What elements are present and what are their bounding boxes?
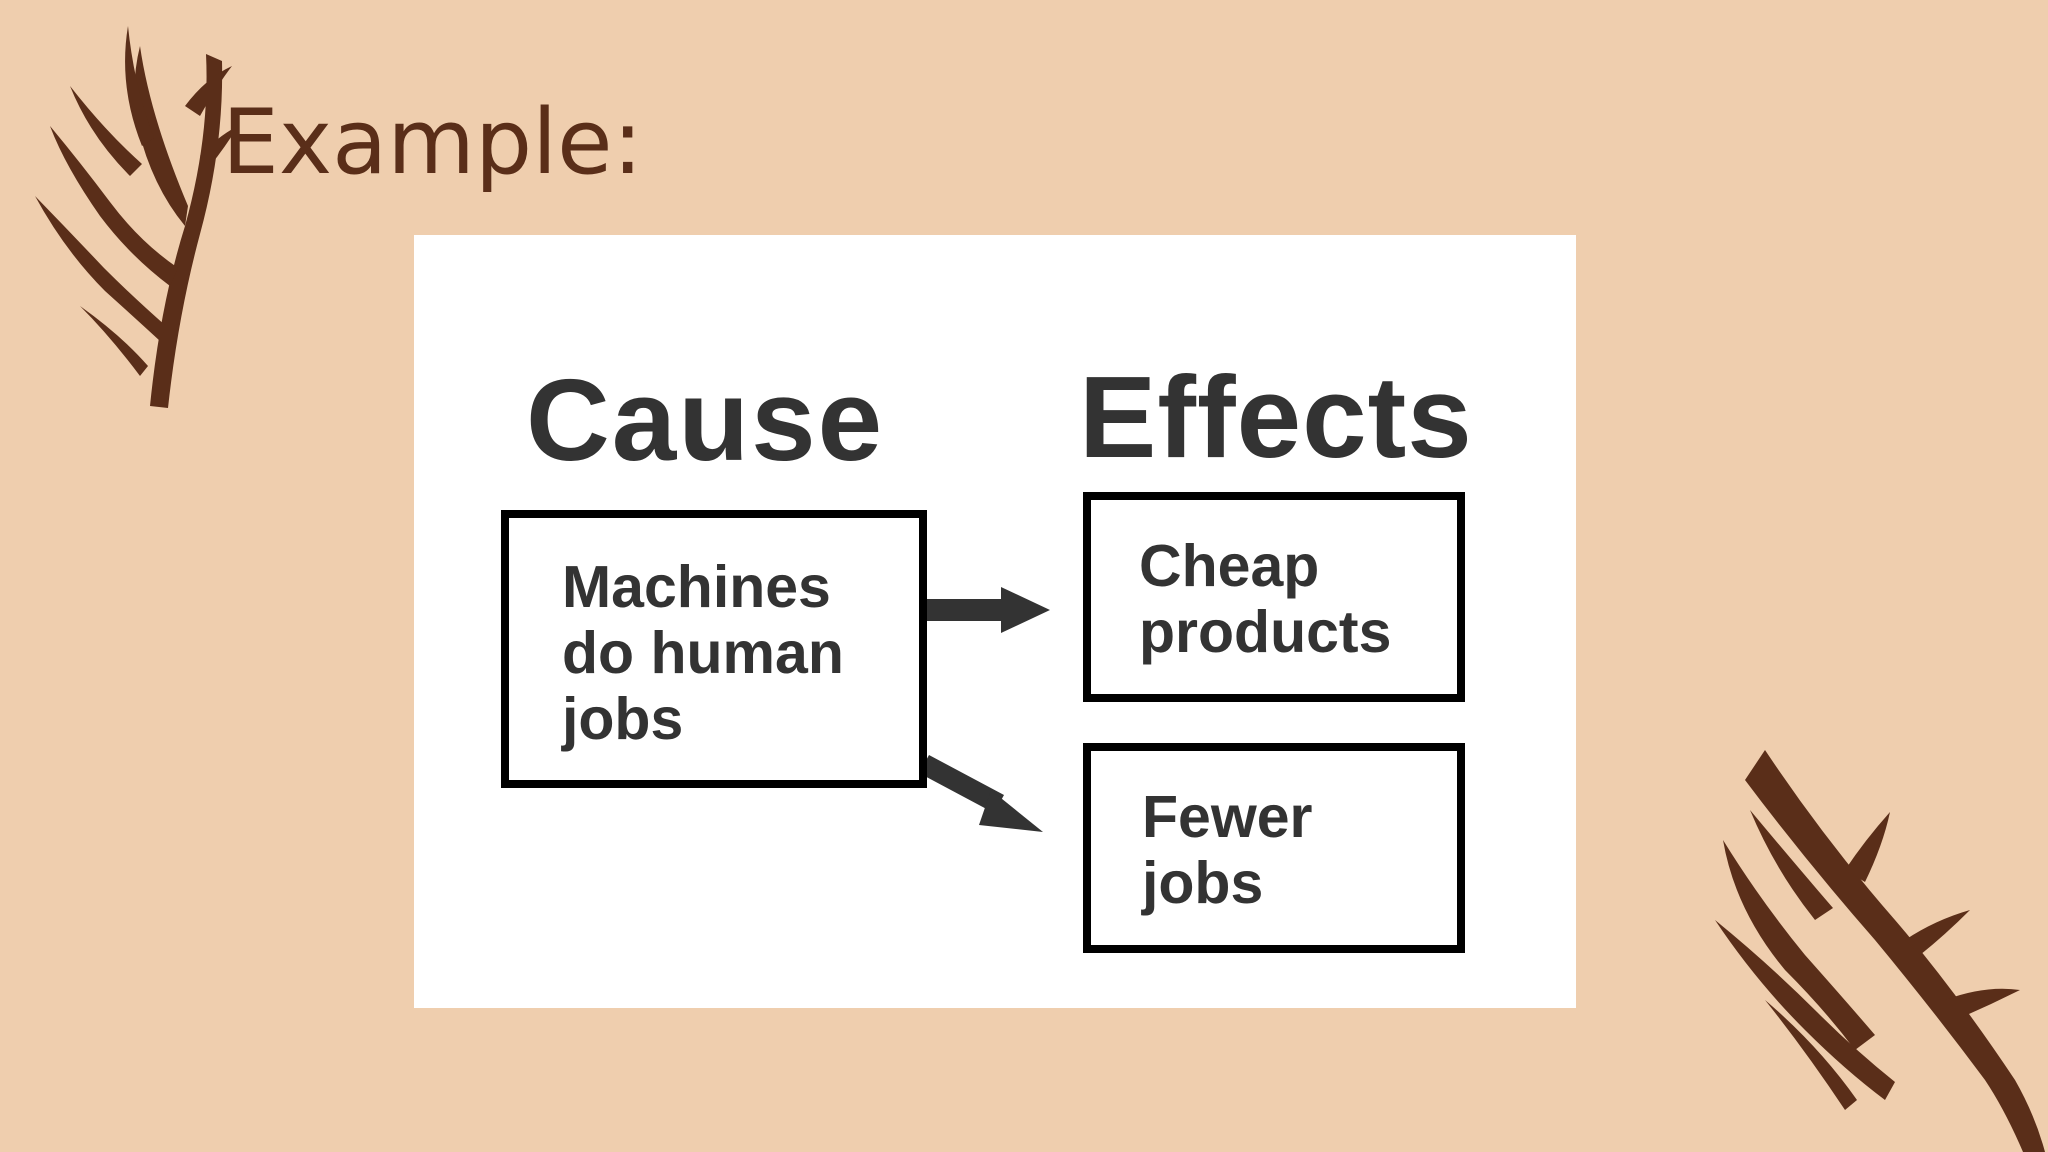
cause-effect-diagram: Cause Effects Machines do human jobs Che… [414,235,1576,1008]
arrow-to-cheap-products [919,587,1050,633]
cause-box: Machines do human jobs [501,510,927,788]
effect-box: Cheap products [1083,492,1465,702]
palm-leaf-icon [1715,750,2045,1152]
cause-heading: Cause [526,355,885,485]
effects-heading: Effects [1079,352,1473,482]
arrow-to-fewer-jobs [919,755,1043,832]
cause-text: Machines do human jobs [562,554,844,752]
effect-box: Fewer jobs [1083,743,1465,953]
effect-text: Fewer jobs [1142,784,1313,916]
diagram-arrows [919,587,1050,832]
effect-text: Cheap products [1139,533,1392,665]
slide-title: Example: [222,90,643,195]
palm-leaf-icon [35,26,238,408]
